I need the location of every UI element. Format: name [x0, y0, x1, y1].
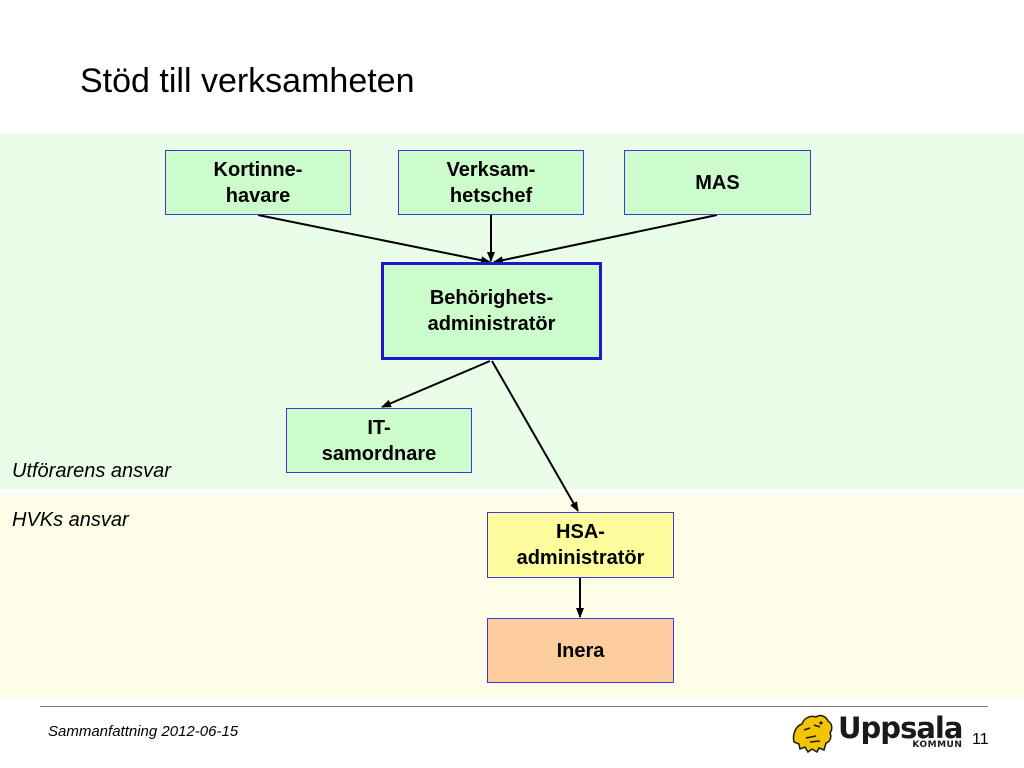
node-card-holder-label: Kortinne- havare [213, 158, 303, 207]
node-card-holder: Kortinne- havare [165, 150, 351, 215]
logo-name-text: Uppsala [838, 711, 963, 745]
edge-mas-to-authorization-admin [493, 214, 718, 265]
slide-title: Stöd till verksamheten [80, 62, 415, 100]
node-inera-label: Inera [556, 639, 605, 662]
footer-date-text: Sammanfattning 2012-06-15 [48, 723, 239, 740]
edge-authorization-admin-to-it-coordinator [381, 360, 491, 408]
page-number: 11 [972, 731, 989, 748]
node-it-coordinator-label: IT- samordnare [321, 416, 437, 465]
node-mas: MAS [624, 150, 811, 215]
edge-authorization-admin-to-hsa-admin [491, 360, 579, 512]
hvk-zone-label: HVKs ansvar [12, 509, 129, 531]
executor-zone-label: Utförarens ansvar [12, 460, 171, 482]
node-authorization-admin-label: Behörighets- administratör [427, 287, 556, 335]
edge-card-holder-to-authorization-admin [257, 214, 491, 265]
node-business-manager-label: Verksam- hetschef [446, 158, 536, 207]
uppsala-kommun-logo: Uppsala KOMMUN [790, 711, 963, 754]
node-authorization-admin: Behörighets- administratör [381, 262, 602, 360]
node-it-coordinator: IT- samordnare [286, 408, 472, 473]
node-hsa-admin-label: HSA- administratör [516, 521, 645, 569]
node-mas-label: MAS [695, 171, 740, 194]
node-inera: Inera [487, 618, 674, 683]
footer-divider [40, 706, 988, 707]
node-hsa-admin: HSA- administratör [487, 512, 674, 578]
logo-wordmark: Uppsala KOMMUN [838, 711, 963, 753]
lion-icon [792, 714, 833, 754]
node-business-manager: Verksam- hetschef [398, 150, 584, 215]
logo-sub-text: KOMMUN [912, 740, 963, 750]
